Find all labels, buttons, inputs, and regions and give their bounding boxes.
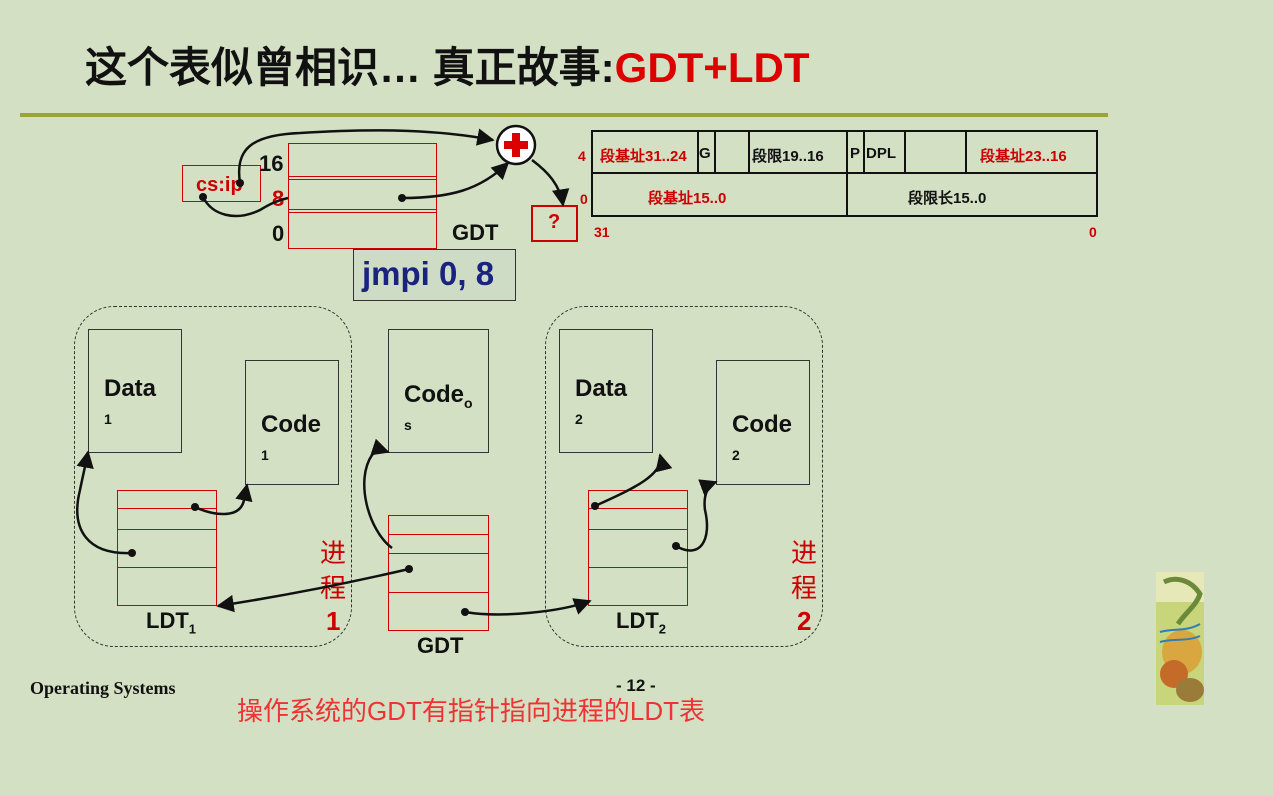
arrow-gdt-to-ldt2	[464, 598, 592, 616]
question-mark: ?	[548, 211, 561, 233]
process2-data-segment	[559, 329, 653, 453]
process1-ldt-label: LDT1	[146, 608, 196, 637]
process1-data-sub: 1	[104, 411, 112, 427]
process1-data-segment	[88, 329, 182, 453]
process1-ldt-table	[117, 490, 217, 606]
arrow-gdt-to-oscode	[363, 438, 393, 549]
os-gdt-label: GDT	[417, 633, 464, 658]
descriptor-col-4	[846, 130, 848, 217]
descriptor-base-15-0: 段基址15..0	[648, 190, 727, 207]
title-divider	[20, 113, 1108, 117]
os-code-segment	[388, 329, 489, 453]
gdt-top-row-sep2	[288, 209, 437, 213]
process2-ldt-sep1	[588, 508, 688, 509]
descriptor-col-2	[714, 130, 716, 173]
descriptor-base-31-24: 段基址31..24	[600, 148, 687, 165]
instruction-box	[353, 249, 516, 301]
book-cover-icon	[1156, 572, 1204, 705]
os-code-sub-s: s	[404, 417, 412, 433]
arrow-csip-to-adder	[237, 128, 495, 184]
gdt-index-0: 0	[272, 221, 285, 246]
arrow-gdt8-to-adder	[401, 161, 510, 200]
descriptor-row-index-4: 4	[578, 148, 586, 164]
process1-code-label: Code	[261, 411, 321, 438]
title-main: 这个表似曾相识… 真正故事:	[85, 44, 615, 91]
process2-ldt-sep2	[588, 529, 688, 530]
process1-ldt-sep3	[117, 567, 217, 568]
process2-ldt-label: LDT2	[616, 608, 666, 637]
descriptor-row-divider	[591, 172, 1098, 174]
process1-code-segment	[245, 360, 339, 485]
process2-code-segment	[716, 360, 810, 485]
process2-region	[545, 306, 823, 647]
arrow-adder-to-question	[531, 159, 570, 207]
arrow-ldt1-to-code1	[194, 483, 253, 516]
descriptor-row-index-0: 0	[580, 191, 588, 207]
process2-data-label: Data	[575, 375, 628, 402]
gdt-index-16: 16	[259, 151, 284, 176]
process2-label-char-3: 2	[797, 606, 812, 636]
title-highlight: GDT+LDT	[614, 44, 810, 91]
footer-left: Operating Systems	[30, 678, 176, 698]
os-gdt-sep1	[388, 534, 489, 535]
cs-ip-box	[182, 165, 261, 202]
descriptor-bit-0: 0	[1089, 224, 1097, 240]
descriptor-dpl: DPL	[866, 145, 896, 162]
arrow-ldt1-to-data1	[76, 450, 133, 555]
descriptor-bit-31: 31	[594, 224, 610, 240]
arrow-csip-to-gdt8	[201, 196, 289, 218]
page-number: - 12 -	[616, 676, 656, 695]
process1-region	[74, 306, 352, 647]
os-code-label: Codeo	[404, 381, 473, 411]
arrow-ldt2-to-data2	[594, 453, 673, 508]
descriptor-limit-19-16: 段限19..16	[752, 148, 824, 165]
descriptor-col-7	[965, 130, 967, 173]
descriptor-col-6	[904, 130, 906, 173]
process2-label-char-1: 进	[791, 538, 818, 568]
process2-ldt-table	[588, 490, 688, 606]
gdt-index-8: 8	[272, 186, 285, 211]
process2-ldt-sep3	[588, 567, 688, 568]
gdt-top-label: GDT	[452, 220, 499, 245]
descriptor-limit-15-0: 段限长15..0	[908, 190, 987, 207]
process1-data-label: Data	[104, 375, 157, 402]
os-gdt-sep2	[388, 553, 489, 554]
slide-caption: 操作系统的GDT有指针指向进程的LDT表	[237, 696, 706, 726]
process1-label-char-1: 进	[320, 538, 347, 568]
os-gdt-sep3	[388, 592, 489, 593]
plus-circle-icon	[495, 124, 537, 166]
process2-data-sub: 2	[575, 411, 583, 427]
process2-code-label: Code	[732, 411, 792, 438]
process1-ldt-sep2	[117, 529, 217, 530]
descriptor-g: G	[699, 145, 711, 162]
descriptor-col-5	[863, 130, 865, 173]
process1-code-sub: 1	[261, 447, 269, 463]
descriptor-base-23-16: 段基址23..16	[980, 148, 1067, 165]
arrow-ldt2-to-code2	[675, 479, 718, 552]
cs-ip-label: cs:ip	[196, 174, 243, 196]
process2-label-char-2: 程	[791, 573, 818, 603]
process1-label-char-3: 1	[326, 606, 341, 636]
arrow-gdt-to-ldt1	[216, 567, 410, 613]
instruction-text: jmpi 0, 8	[362, 255, 495, 292]
gdt-top-row-sep1	[288, 176, 437, 180]
process1-ldt-sep1	[117, 508, 217, 509]
descriptor-col-1	[697, 130, 699, 173]
process2-code-sub: 2	[732, 447, 740, 463]
descriptor-col-3	[748, 130, 750, 173]
slide-title: 这个表似曾相识… 真正故事:GDT+LDT	[85, 44, 809, 92]
descriptor-p: P	[850, 145, 861, 162]
